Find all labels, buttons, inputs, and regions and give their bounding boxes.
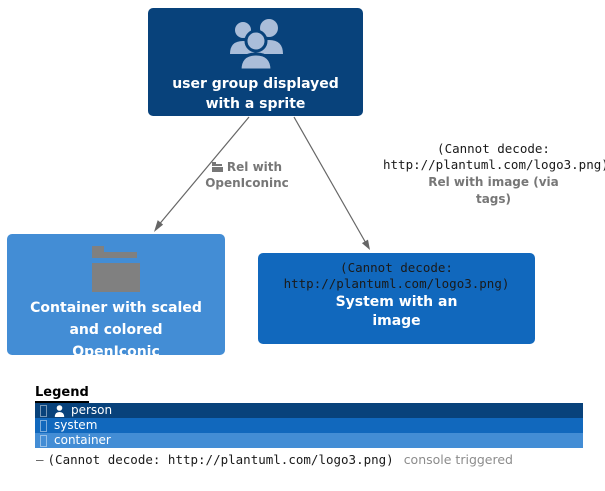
legend-row-label: container xyxy=(54,433,111,447)
legend-note-dash: — xyxy=(36,452,44,467)
edge-label-rel-with-image: (Cannot decode: http://plantuml.com/logo… xyxy=(383,141,605,207)
folder-icon xyxy=(211,162,223,172)
system-node-with-image: (Cannot decode: http://plantuml.com/logo… xyxy=(258,253,535,344)
container-node-label-line1: Container with scaled xyxy=(30,300,202,316)
person-icon xyxy=(54,404,65,417)
missing-glyph-icon xyxy=(40,419,47,432)
container-node-label-line3: OpenIconic xyxy=(72,344,160,360)
user-group-sprite-icon xyxy=(229,19,283,72)
system-node-label-line2: image xyxy=(372,313,421,329)
system-node-label-line1: System with an xyxy=(335,294,458,310)
container-node-openiconic: Container with scaled and colored OpenIc… xyxy=(7,234,225,360)
edge-error-line2: http://plantuml.com/logo3.png) xyxy=(383,157,605,172)
missing-glyph-icon xyxy=(40,404,47,417)
container-node-label-line2: and colored xyxy=(69,322,163,338)
person-node-label-line1: user group displayed xyxy=(172,76,339,92)
legend-row-container: container xyxy=(35,433,583,448)
legend-note: — (Cannot decode: http://plantuml.com/lo… xyxy=(36,452,513,468)
person-node-label-line2: with a sprite xyxy=(205,96,306,112)
legend-note-error-text: (Cannot decode: http://plantuml.com/logo… xyxy=(47,452,394,467)
legend-row-label: system xyxy=(54,418,98,432)
edge-label-line2: tags) xyxy=(475,192,512,206)
missing-glyph-icon xyxy=(40,434,47,447)
edge-label-line2: OpenIconinc xyxy=(205,176,289,190)
edge-label-line1: Rel with xyxy=(226,160,283,174)
system-error-line1: (Cannot decode: xyxy=(340,260,453,275)
edge-error-line1: (Cannot decode: xyxy=(437,141,550,156)
person-node-user-group: user group displayed with a sprite xyxy=(148,8,363,116)
edge-label-rel-openiconic: Rel with OpenIconinc xyxy=(192,159,302,191)
folder-icon xyxy=(92,246,140,292)
legend-note-suffix: console triggered xyxy=(403,452,513,467)
legend-title: Legend xyxy=(35,385,89,403)
edge-label-line1: Rel with image (via xyxy=(428,175,559,189)
legend-row-label: person xyxy=(71,403,113,417)
legend-row-person: person xyxy=(35,403,583,418)
legend-row-system: system xyxy=(35,418,583,433)
system-error-line2: http://plantuml.com/logo3.png) xyxy=(283,276,510,291)
